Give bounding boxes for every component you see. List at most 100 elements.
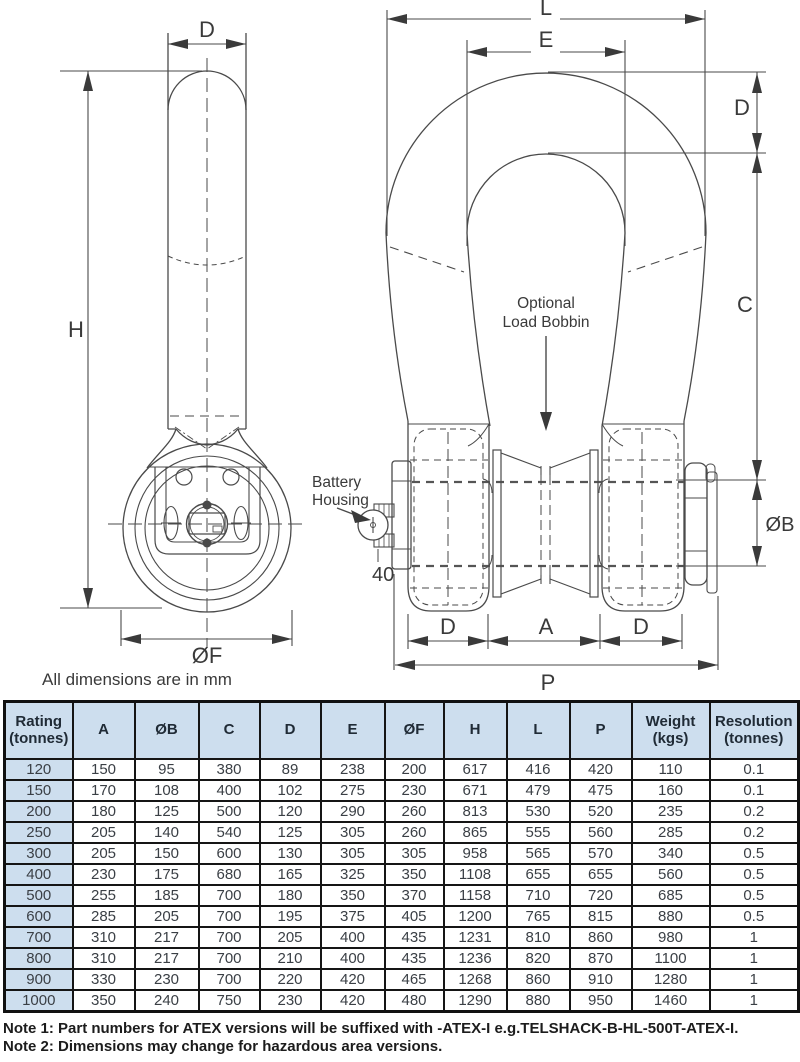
table-cell: 0.5 (708, 842, 800, 865)
column-header-ob: ØB (133, 700, 200, 760)
table-cell: 205 (71, 842, 136, 865)
load-bobbin-label-line2: Load Bobbin (502, 314, 589, 331)
table-cell: 680 (197, 863, 261, 886)
table-cell: 290 (319, 800, 386, 823)
table-cell: 205 (258, 926, 322, 949)
table-cell: 958 (442, 842, 508, 865)
shackle-drawing-svg: D H ØF All dimensions are in mm (42, 0, 795, 695)
table-cell: 980 (630, 926, 711, 949)
table-cell: 400 (319, 947, 386, 970)
rating-cell: 120 (3, 758, 74, 781)
table-cell: 260 (383, 821, 445, 844)
table-cell: 420 (568, 758, 633, 781)
column-header-e: E (319, 700, 386, 760)
table-cell: 230 (258, 989, 322, 1013)
table-cell: 560 (568, 821, 633, 844)
table-cell: 350 (319, 884, 386, 907)
table-cell: 170 (71, 779, 136, 802)
table-cell: 330 (71, 968, 136, 991)
table-cell: 475 (568, 779, 633, 802)
rating-cell: 700 (3, 926, 74, 949)
dim-label-p: P (541, 670, 556, 695)
column-header-d: D (258, 700, 322, 760)
column-header-rating: Rating (tonnes) (3, 700, 74, 760)
table-cell: 305 (383, 842, 445, 865)
front-view-arrowheads (351, 14, 762, 670)
note-2: Note 2: Dimensions may change for hazard… (3, 1038, 443, 1056)
table-cell: 150 (133, 842, 200, 865)
table-cell: 89 (258, 758, 322, 781)
table-cell: 230 (71, 863, 136, 886)
rating-cell: 500 (3, 884, 74, 907)
table-cell: 416 (505, 758, 571, 781)
table-cell: 750 (197, 989, 261, 1013)
note-1: Note 1: Part numbers for ATEX versions w… (3, 1020, 739, 1037)
rating-cell: 600 (3, 905, 74, 928)
table-cell: 375 (319, 905, 386, 928)
table-cell: 220 (258, 968, 322, 991)
table-cell: 125 (133, 800, 200, 823)
table-cell: 255 (71, 884, 136, 907)
table-cell: 865 (442, 821, 508, 844)
dim-label-d-right: D (734, 95, 750, 120)
dim-label-e: E (539, 27, 554, 52)
table-cell: 880 (505, 989, 571, 1013)
table-cell: 435 (383, 947, 445, 970)
table-cell: 110 (630, 758, 711, 781)
table-cell: 465 (383, 968, 445, 991)
table-cell: 860 (568, 926, 633, 949)
table-cell: 310 (71, 926, 136, 949)
dim-label-40: 40 (372, 564, 394, 586)
dim-label-d-bottom-left: D (440, 614, 456, 639)
rating-cell: 800 (3, 947, 74, 970)
rating-cell: 1000 (3, 989, 74, 1013)
table-cell: 655 (505, 863, 571, 886)
table-cell: 125 (258, 821, 322, 844)
table-cell: 671 (442, 779, 508, 802)
table-cell: 1 (708, 968, 800, 991)
front-view-drawing (336, 72, 718, 612)
table-cell: 1 (708, 947, 800, 970)
table-cell: 165 (258, 863, 322, 886)
table-cell: 340 (630, 842, 711, 865)
table-cell: 685 (630, 884, 711, 907)
table-cell: 0.5 (708, 863, 800, 886)
table-cell: 813 (442, 800, 508, 823)
table-cell: 140 (133, 821, 200, 844)
table-cell: 0.5 (708, 884, 800, 907)
table-cell: 210 (258, 947, 322, 970)
table-cell: 305 (319, 842, 386, 865)
table-cell: 700 (197, 947, 261, 970)
column-header-p: P (568, 700, 633, 760)
dim-label-a: A (539, 614, 554, 639)
table-cell: 175 (133, 863, 200, 886)
dim-label-d-top: D (199, 17, 215, 42)
table-cell: 325 (319, 863, 386, 886)
table-cell: 160 (630, 779, 711, 802)
table-cell: 1100 (630, 947, 711, 970)
table-cell: 180 (258, 884, 322, 907)
table-cell: 700 (197, 968, 261, 991)
battery-housing-label-line2: Housing (312, 492, 369, 509)
footnotes: Note 1: Part numbers for ATEX versions w… (3, 1020, 800, 1057)
table-cell: 560 (630, 863, 711, 886)
rating-cell: 300 (3, 842, 74, 865)
table-cell: 205 (133, 905, 200, 928)
table-cell: 0.1 (708, 779, 800, 802)
side-view-dimensions (60, 43, 293, 646)
column-header-c: C (197, 700, 261, 760)
table-cell: 435 (383, 926, 445, 949)
table-cell: 1108 (442, 863, 508, 886)
table-cell: 420 (319, 989, 386, 1013)
table-cell: 130 (258, 842, 322, 865)
table-cell: 479 (505, 779, 571, 802)
table-cell: 710 (505, 884, 571, 907)
table-cell: 350 (71, 989, 136, 1013)
dim-label-ob: ØB (766, 514, 795, 536)
